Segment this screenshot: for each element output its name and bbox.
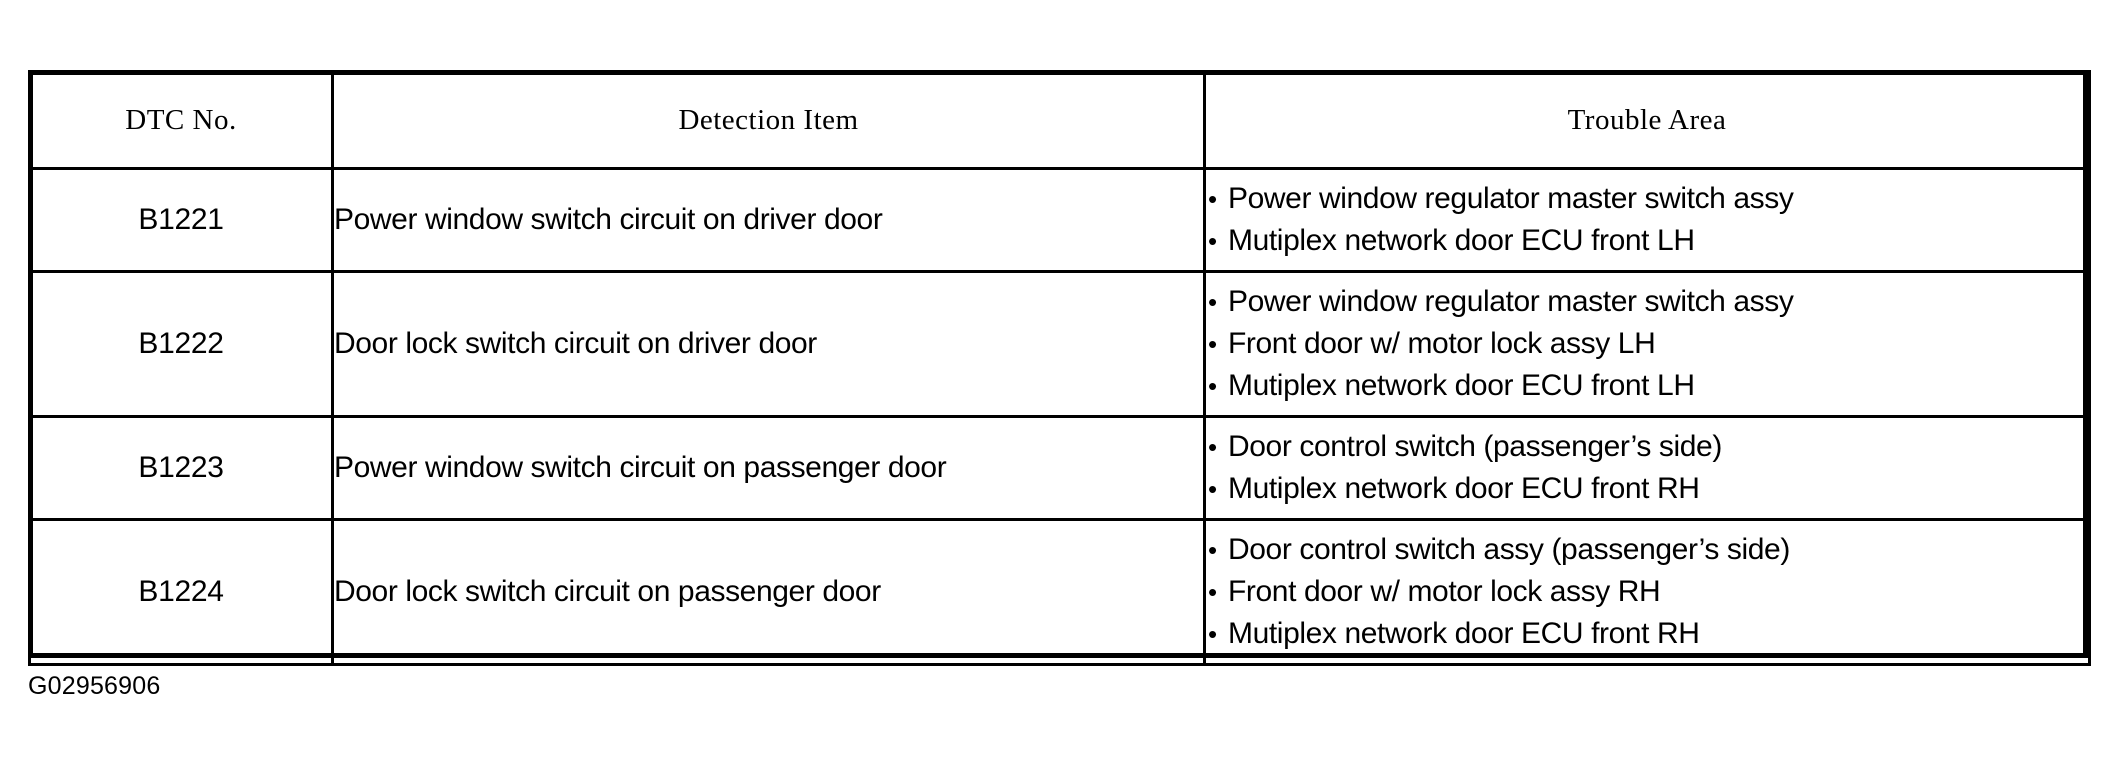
table-row: B1224 Door lock switch circuit on passen…	[28, 518, 2091, 666]
table-row: B1223 Power window switch circuit on pas…	[28, 415, 2091, 521]
list-item: • Door control switch (passenger’s side)	[1206, 426, 2088, 468]
trouble-area-list: • Door control switch assy (passenger’s s…	[1206, 529, 2088, 655]
trouble-area-list: • Power window regulator master switch as…	[1206, 281, 2088, 407]
bullet-icon: •	[1208, 287, 1217, 317]
figure-id-caption: G02956906	[28, 672, 161, 700]
trouble-area-list: • Power window regulator master switch as…	[1206, 178, 2088, 262]
list-item: • Mutiplex network door ECU front RH	[1206, 613, 2088, 655]
list-item-label: Power window regulator master switch ass…	[1228, 285, 1794, 318]
list-item: • Power window regulator master switch as…	[1206, 178, 2088, 220]
header-row: DTC No. Detection Item Trouble Area	[28, 70, 2091, 170]
cell-dtc-no: B1222	[28, 270, 334, 418]
bullet-icon: •	[1208, 226, 1217, 256]
table-header: DTC No. Detection Item Trouble Area	[28, 70, 2091, 170]
cell-detection-item: Power window switch circuit on passenger…	[331, 415, 1206, 521]
cell-trouble-area: •Door control switch (passenger’s side) …	[1203, 415, 2091, 521]
list-item: • Mutiplex network door ECU front LH	[1206, 365, 2088, 407]
cell-dtc-no: B1223	[28, 415, 334, 521]
cell-trouble-area: • Power window regulator master switch as…	[1203, 270, 2091, 418]
bullet-icon: •	[1208, 577, 1217, 607]
cell-trouble-area: • Door control switch assy (passenger’s s…	[1203, 518, 2091, 666]
bullet-icon: •	[1208, 535, 1217, 565]
list-item: • Front door w/ motor lock assy RH	[1206, 571, 2088, 613]
list-item-label: Front door w/ motor lock assy LH	[1228, 327, 1656, 360]
bullet-icon: •	[1208, 619, 1217, 649]
bullet-icon: •	[1208, 432, 1217, 462]
column-header-trouble-area: Trouble Area	[1203, 70, 2091, 170]
column-header-dtc-no: DTC No.	[28, 70, 334, 170]
cell-dtc-no: B1221	[28, 167, 334, 273]
list-item: • Power window regulator master switch as…	[1206, 281, 2088, 323]
cell-detection-item: Door lock switch circuit on passenger do…	[331, 518, 1206, 666]
table-row: B1222 Door lock switch circuit on driver…	[28, 270, 2091, 418]
bullet-icon: •	[1208, 371, 1217, 401]
bullet-icon: •	[1208, 329, 1217, 359]
list-item-label: Mutiplex network door ECU front RH	[1228, 617, 1700, 650]
cell-detection-item: Power window switch circuit on driver do…	[331, 167, 1206, 273]
list-item: • Door control switch assy (passenger’s s…	[1206, 529, 2088, 571]
cell-trouble-area: • Power window regulator master switch as…	[1203, 167, 2091, 273]
trouble-area-list: •Door control switch (passenger’s side) …	[1206, 426, 2088, 510]
list-item-label: Mutiplex network door ECU front LH	[1228, 369, 1695, 402]
list-item: • Mutiplex network door ECU front LH	[1206, 220, 2088, 262]
column-header-detection-item: Detection Item	[331, 70, 1206, 170]
list-item-label: Door control switch (passenger’s side)	[1228, 430, 1722, 463]
list-item-label: Mutiplex network door ECU front LH	[1228, 224, 1695, 257]
list-item: • Front door w/ motor lock assy LH	[1206, 323, 2088, 365]
list-item-label: Mutiplex network door ECU front RH	[1228, 472, 1700, 505]
list-item-label: Door control switch assy (passenger’s si…	[1228, 533, 1790, 566]
list-item-label: Power window regulator master switch ass…	[1228, 182, 1794, 215]
list-item: • Mutiplex network door ECU front RH	[1206, 468, 2088, 510]
dtc-code-table: DTC No. Detection Item Trouble Area B122…	[28, 70, 2091, 666]
cell-detection-item: Door lock switch circuit on driver door	[331, 270, 1206, 418]
bullet-icon: •	[1208, 474, 1217, 504]
cell-dtc-no: B1224	[28, 518, 334, 666]
table-body: B1221 Power window switch circuit on dri…	[28, 167, 2091, 666]
bullet-icon: •	[1208, 184, 1217, 214]
list-item-label: Front door w/ motor lock assy RH	[1228, 575, 1661, 608]
table-row: B1221 Power window switch circuit on dri…	[28, 167, 2091, 273]
